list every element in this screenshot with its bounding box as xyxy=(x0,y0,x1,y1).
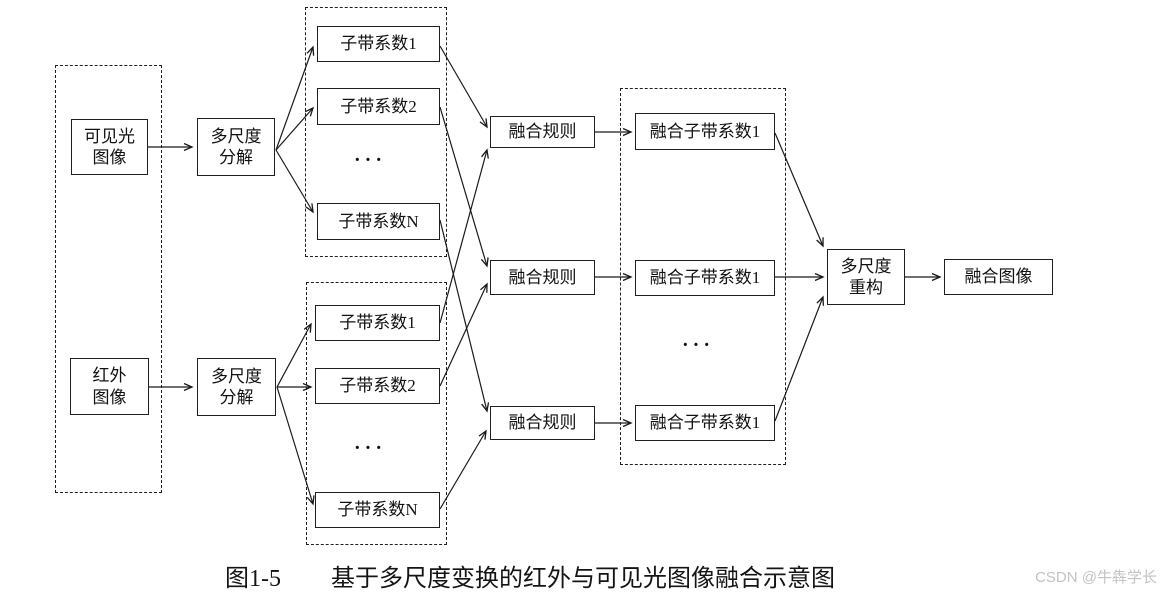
visible-subbands-group-border xyxy=(305,7,447,257)
node-subband-top-1: 子带系数1 xyxy=(317,26,440,62)
ellipsis-bottom: ··· xyxy=(353,436,386,459)
figure-caption: 图1-5 基于多尺度变换的红外与可见光图像融合示意图 xyxy=(225,558,835,593)
ellipsis-top: ··· xyxy=(353,148,386,171)
node-fusion-rule-2: 融合规则 xyxy=(490,260,595,295)
node-multiscale-reconstruct: 多尺度 重构 xyxy=(827,249,905,305)
node-fusion-rule-1: 融合规则 xyxy=(490,116,595,148)
node-subband-bottom-1: 子带系数1 xyxy=(315,305,440,341)
node-fused-subband-2: 融合子带系数1 xyxy=(635,260,775,296)
infrared-subbands-group-border xyxy=(306,282,447,545)
node-multiscale-decompose-top: 多尺度 分解 xyxy=(197,118,275,176)
node-subband-top-n: 子带系数N xyxy=(317,203,440,240)
node-fused-subband-3: 融合子带系数1 xyxy=(635,405,775,441)
node-fusion-rule-3: 融合规则 xyxy=(490,406,595,440)
node-fused-image: 融合图像 xyxy=(944,259,1053,295)
node-subband-bottom-2: 子带系数2 xyxy=(315,368,440,404)
node-visible-image: 可见光 图像 xyxy=(71,119,148,175)
node-subband-bottom-n: 子带系数N xyxy=(315,492,440,528)
ellipsis-right: ··· xyxy=(681,333,714,356)
node-infrared-image: 红外 图像 xyxy=(70,358,149,415)
csdn-watermark: CSDN @牛犇学长 xyxy=(1035,569,1157,586)
node-subband-top-2: 子带系数2 xyxy=(317,88,440,125)
figure-number: 图1-5 xyxy=(225,566,281,592)
figure-title: 基于多尺度变换的红外与可见光图像融合示意图 xyxy=(331,566,835,592)
node-fused-subband-1: 融合子带系数1 xyxy=(635,113,775,150)
node-multiscale-decompose-bottom: 多尺度 分解 xyxy=(197,358,276,416)
source-images-group-border xyxy=(55,65,162,493)
